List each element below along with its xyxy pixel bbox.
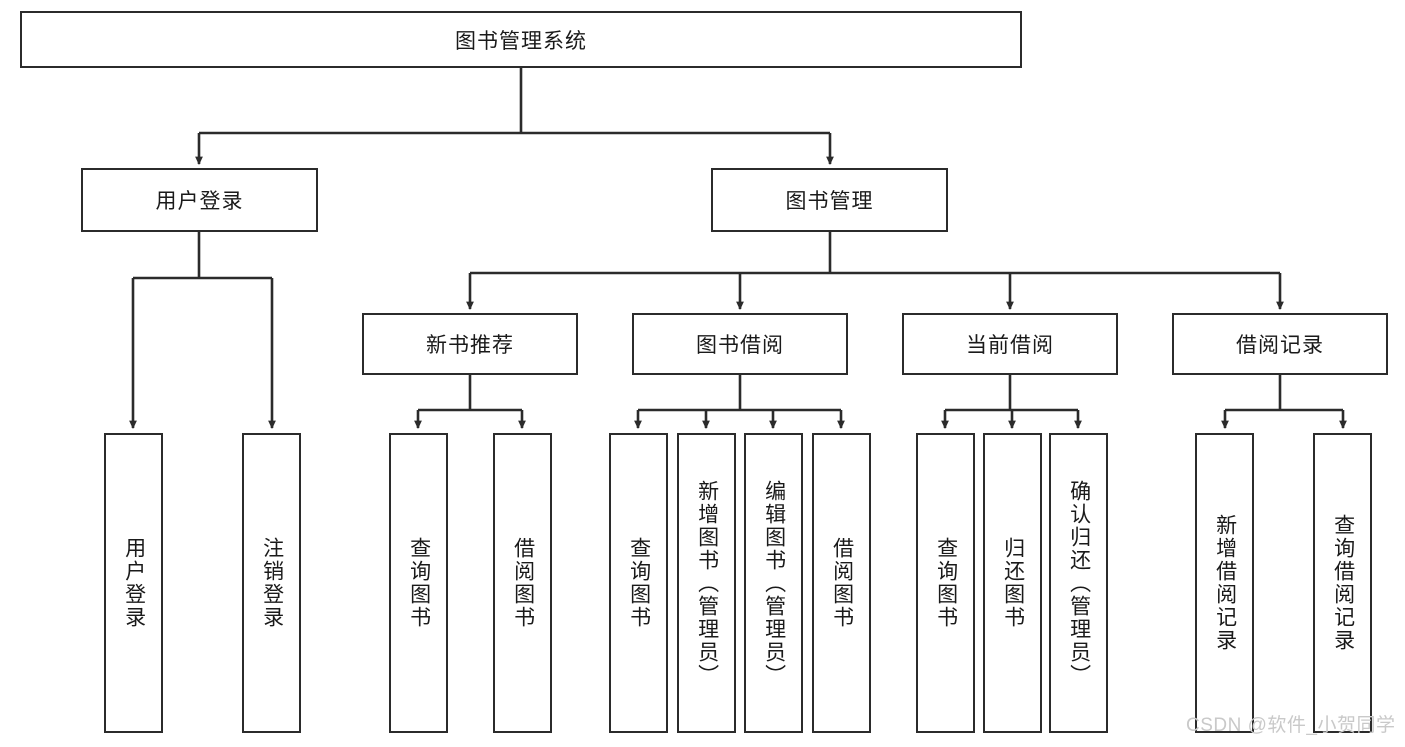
- leaf-add-borrow-record[interactable]: 新增借阅记录: [1195, 433, 1254, 733]
- node-book-borrow[interactable]: 图书借阅: [632, 313, 848, 375]
- leaf-borrow-book-recommend[interactable]: 借阅图书: [493, 433, 552, 733]
- node-user-login[interactable]: 用户登录: [81, 168, 318, 232]
- leaf-borrow-book[interactable]: 借阅图书: [812, 433, 871, 733]
- leaf-query-book-borrow[interactable]: 查询图书: [609, 433, 668, 733]
- node-current-borrow-label: 当前借阅: [966, 334, 1054, 357]
- node-borrow-records-label: 借阅记录: [1236, 334, 1324, 357]
- node-user-login-label: 用户登录: [155, 190, 244, 213]
- leaf-add-borrow-record-label: 新增借阅记录: [1213, 514, 1237, 652]
- node-new-book-recommend-label: 新书推荐: [426, 334, 514, 357]
- leaf-query-book-recommend-label: 查询图书: [407, 537, 431, 629]
- leaf-confirm-return-admin[interactable]: 确认归还（管理员）: [1049, 433, 1108, 733]
- leaf-user-login[interactable]: 用户登录: [104, 433, 163, 733]
- leaf-borrow-book-label: 借阅图书: [830, 537, 854, 629]
- node-book-borrow-label: 图书借阅: [696, 334, 784, 357]
- leaf-query-book-borrow-label: 查询图书: [627, 537, 651, 629]
- leaf-add-book-admin[interactable]: 新增图书（管理员）: [677, 433, 736, 733]
- csdn-watermark: CSDN @软件_小贺同学: [1186, 715, 1396, 736]
- leaf-add-book-admin-label: 新增图书（管理员）: [695, 479, 719, 687]
- node-borrow-records[interactable]: 借阅记录: [1172, 313, 1388, 375]
- leaf-query-book-current-label: 查询图书: [934, 537, 958, 629]
- node-new-book-recommend[interactable]: 新书推荐: [362, 313, 578, 375]
- leaf-return-book-label: 归还图书: [1001, 537, 1025, 629]
- node-root[interactable]: 图书管理系统: [20, 11, 1022, 68]
- leaf-query-book-current[interactable]: 查询图书: [916, 433, 975, 733]
- leaf-logout[interactable]: 注销登录: [242, 433, 301, 733]
- leaf-query-borrow-record-label: 查询借阅记录: [1331, 514, 1355, 652]
- leaf-edit-book-admin-label: 编辑图书（管理员）: [762, 479, 786, 687]
- leaf-logout-label: 注销登录: [260, 537, 284, 629]
- node-root-label: 图书管理系统: [455, 29, 587, 53]
- leaf-edit-book-admin[interactable]: 编辑图书（管理员）: [744, 433, 803, 733]
- leaf-query-book-recommend[interactable]: 查询图书: [389, 433, 448, 733]
- leaf-confirm-return-admin-label: 确认归还（管理员）: [1067, 479, 1091, 687]
- node-book-management-label: 图书管理: [785, 190, 874, 213]
- leaf-return-book[interactable]: 归还图书: [983, 433, 1042, 733]
- leaf-user-login-label: 用户登录: [122, 537, 146, 629]
- node-book-management[interactable]: 图书管理: [711, 168, 948, 232]
- node-current-borrow[interactable]: 当前借阅: [902, 313, 1118, 375]
- leaf-borrow-book-recommend-label: 借阅图书: [511, 537, 535, 629]
- leaf-query-borrow-record[interactable]: 查询借阅记录: [1313, 433, 1372, 733]
